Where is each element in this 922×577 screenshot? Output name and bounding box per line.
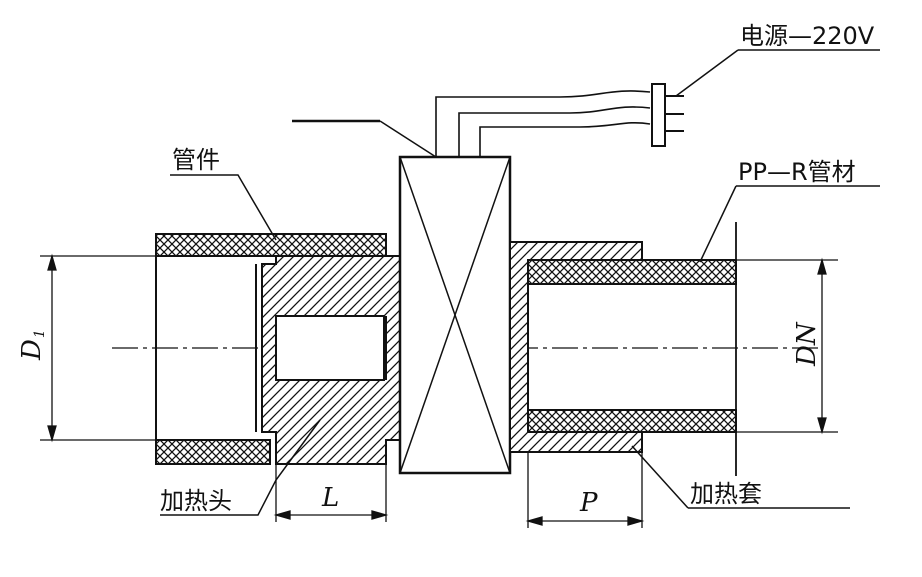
power-cord [435, 90, 651, 157]
dimension-p [525, 452, 645, 528]
d1-label: D1 [17, 329, 48, 361]
label-leaders [160, 174, 880, 516]
pipe-fitting [155, 233, 387, 465]
heating-head [261, 255, 401, 465]
dn-label: DN [792, 321, 822, 367]
power-label: 电源—220V [740, 22, 875, 50]
power-leader [675, 49, 739, 97]
heating-head-label: 加热头 [160, 487, 232, 515]
dimension-dn [736, 257, 838, 435]
handle-leader [379, 120, 437, 158]
heating-sleeve-label: 加热套 [690, 480, 762, 508]
dimension-d1 [40, 253, 156, 443]
pipe-label: PP—R管材 [738, 158, 856, 186]
l-label: L [321, 483, 339, 513]
p-label: P [579, 488, 598, 518]
heater-body [398, 155, 512, 475]
pp-r-pipe [527, 222, 737, 476]
plug-icon [651, 83, 684, 147]
fitting-label: 管件 [172, 146, 220, 174]
dimension-l [273, 464, 389, 522]
